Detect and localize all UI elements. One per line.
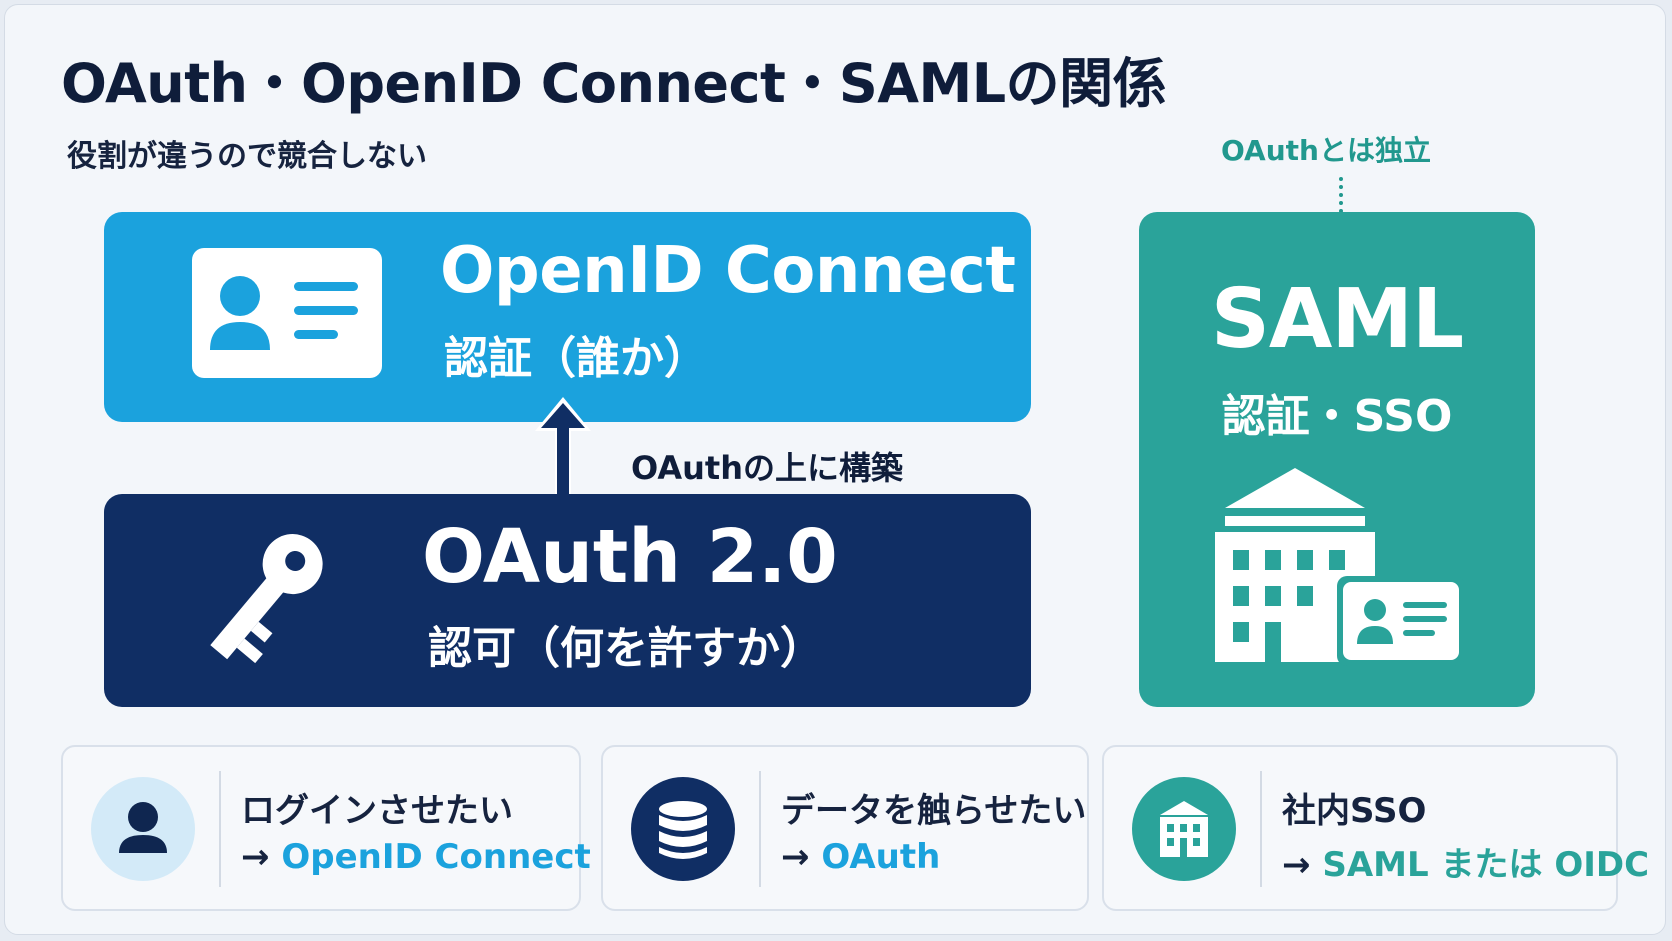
card-divider: [219, 771, 221, 887]
use-case-need: 社内SSO: [1282, 791, 1427, 831]
saml-role: 認証・SSO: [1221, 391, 1453, 442]
oauth-box: OAuth 2.0 認可（何を許すか）: [104, 494, 1031, 707]
use-case-need: ログインさせたい: [241, 791, 513, 831]
openid-connect-role: 認証（誰か）: [444, 333, 708, 384]
saml-independence-label: OAuthとは独立: [1221, 134, 1431, 167]
building-icon: [1132, 777, 1236, 881]
use-case-answer-line: → OpenID Connect: [241, 837, 591, 877]
saml-name: SAML: [1210, 272, 1464, 367]
use-case-card-sso: 社内SSO → SAML または OIDC: [1102, 745, 1649, 911]
use-case-answer: OAuth: [821, 837, 941, 877]
arrow-up-icon: [535, 397, 591, 509]
saml-box: SAML 認証・SSO: [1139, 212, 1535, 707]
openid-connect-name: OpenID Connect: [440, 234, 1016, 308]
user-icon: [91, 777, 195, 881]
use-case-answer: OpenID Connect: [281, 837, 591, 877]
use-case-card-login: ログインさせたい → OpenID Connect: [61, 745, 591, 911]
database-icon: [631, 777, 735, 881]
card-divider: [1260, 771, 1262, 887]
building-with-id-card-icon: [1215, 468, 1465, 666]
use-case-answer: SAML または OIDC: [1322, 845, 1650, 885]
diagram-frame: OAuth・OpenID Connect・SAMLの関係 役割が違うので競合しな…: [4, 4, 1666, 935]
arrow-right-icon: →: [241, 837, 270, 877]
id-card-icon: [192, 248, 382, 378]
dotted-connector: [1339, 177, 1343, 213]
key-icon: [210, 534, 323, 664]
oauth-role: 認可（何を許すか）: [428, 623, 824, 674]
use-case-answer-line: → OAuth: [781, 837, 940, 877]
use-case-need: データを触らせたい: [781, 791, 1087, 831]
relation-label: OAuthの上に構築: [631, 449, 903, 487]
arrow-right-icon: →: [1282, 845, 1311, 885]
arrow-right-icon: →: [781, 837, 810, 877]
use-case-answer-line: → SAML または OIDC: [1282, 837, 1649, 886]
page-subtitle: 役割が違うので競合しない: [67, 139, 427, 174]
openid-connect-box: OpenID Connect 認証（誰か）: [104, 212, 1031, 422]
card-divider: [759, 771, 761, 887]
oauth-name: OAuth 2.0: [422, 514, 838, 600]
use-case-card-data: データを触らせたい → OAuth: [601, 745, 1089, 911]
page-title: OAuth・OpenID Connect・SAMLの関係: [61, 52, 1167, 115]
